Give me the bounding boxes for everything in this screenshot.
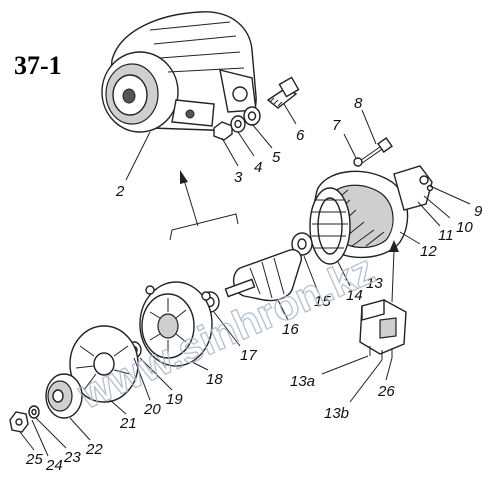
callout-14: 14 [346,287,363,304]
callout-25: 25 [25,451,43,468]
callout-4: 4 [254,159,262,176]
rotor-16 [224,249,302,302]
callout-12: 12 [420,243,437,260]
callout-17: 17 [240,347,257,364]
callout-16: 16 [282,321,299,338]
callout-23: 23 [63,449,81,466]
callout-21: 21 [119,415,137,432]
callout-10: 10 [456,219,473,236]
callout-19: 19 [166,391,183,408]
callout-labels: 2 3 4 5 6 7 8 9 10 11 12 13 13a 13b 14 1… [25,95,483,474]
figure-number: 37-1 [14,51,62,80]
callout-7: 7 [332,117,341,134]
callout-11: 11 [438,227,454,244]
screw-7 [353,157,363,167]
callout-13b: 13b [324,405,349,422]
callout-22: 22 [85,441,103,458]
callout-13: 13 [366,275,383,292]
leader-lines [19,103,471,457]
front-housing-18 [139,281,213,367]
callout-26: 26 [377,383,395,400]
callout-5: 5 [272,149,281,166]
pulley-22 [45,373,83,419]
assembly-arrow [169,170,239,241]
stator-14 [309,187,351,265]
bearing-15 [291,232,313,256]
callout-24: 24 [45,457,63,474]
fan-21 [69,325,139,403]
callout-13a: 13a [290,373,315,390]
callout-15: 15 [314,293,331,310]
bolt-6 [266,76,300,109]
callout-20: 20 [143,401,161,418]
callout-9: 9 [474,203,483,220]
washers-23-24-nut-25 [9,405,40,433]
callout-18: 18 [206,371,223,388]
assembled-alternator [101,11,257,133]
callout-8: 8 [354,95,363,112]
callout-3: 3 [234,169,243,186]
brush-plate-9-10-11 [393,165,434,211]
voltage-regulator-13 [359,299,407,360]
callout-2: 2 [115,183,125,200]
regulator-arrow [389,240,399,303]
callout-6: 6 [296,127,305,144]
